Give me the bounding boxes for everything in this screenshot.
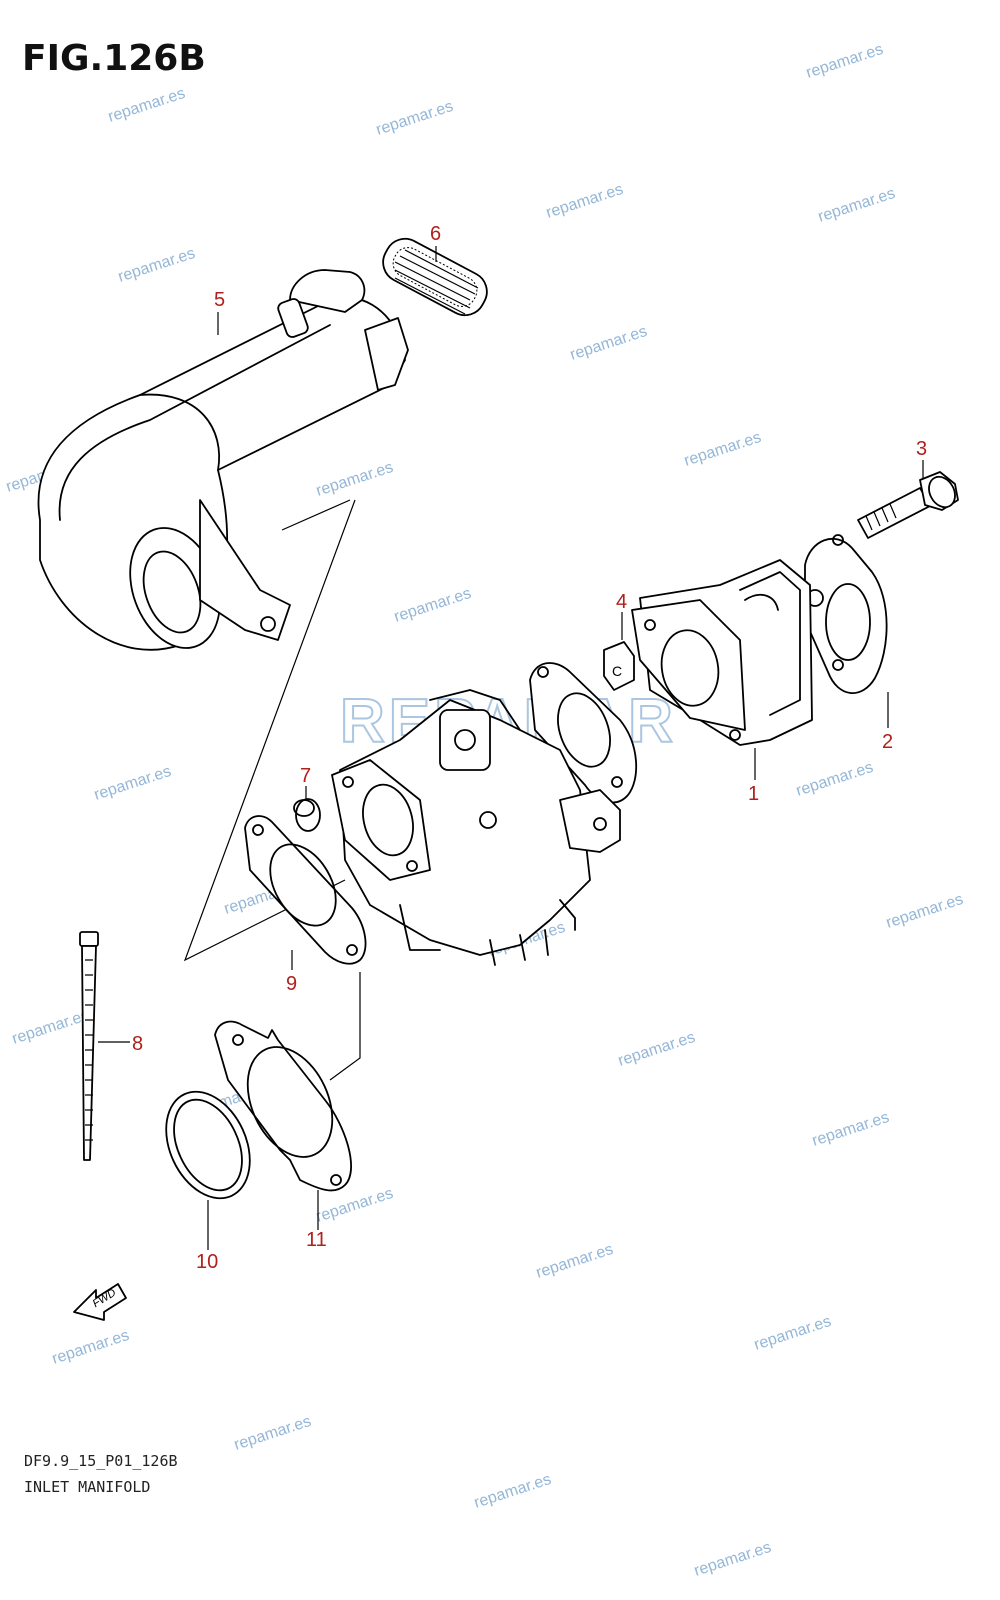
part-4-label: C: [612, 663, 622, 679]
watermark: repamar.es: [752, 1313, 833, 1354]
watermark: repamar.es: [534, 1241, 615, 1282]
callout-numbers: 5 6 3 4 2 1 7 8 9 10 11: [132, 223, 927, 1273]
part-6-mesh-screen: [382, 237, 488, 317]
watermark: repamar.es: [884, 891, 965, 932]
callout-9: 9: [286, 973, 297, 995]
carburetor-body: [331, 689, 621, 966]
watermark: repamar.es: [106, 85, 187, 126]
watermark: repamar.es: [374, 98, 455, 139]
watermark: repamar.es: [544, 181, 625, 222]
callout-8: 8: [132, 1033, 143, 1055]
watermark: repamar.es: [50, 1327, 131, 1368]
watermark: repamar.es: [616, 1029, 697, 1070]
watermark: repamar.es: [804, 41, 885, 82]
part-9-gasket: [244, 815, 367, 965]
callout-11: 11: [306, 1229, 327, 1251]
watermark: repamar.es: [692, 1539, 773, 1580]
callout-10: 10: [196, 1251, 218, 1273]
part-5-intake-silencer: [37, 269, 409, 651]
part-1-inlet-manifold: [631, 559, 813, 746]
forward-direction-arrow: FWD: [73, 1283, 127, 1321]
callout-5: 5: [214, 289, 225, 311]
part-7-collar: [293, 798, 321, 832]
part-4-block: C: [603, 641, 635, 691]
callout-3: 3: [916, 438, 927, 460]
part-2-gasket: [804, 534, 888, 695]
figure-name: INLET MANIFOLD: [24, 1478, 151, 1496]
part-11-gasket: [214, 1020, 352, 1192]
callout-6: 6: [430, 223, 441, 245]
watermark: repamar.es: [92, 763, 173, 804]
watermark: repamar.es: [392, 585, 473, 626]
part-8-cable-tie: [79, 931, 99, 1161]
watermark: repamar.es: [10, 1007, 91, 1048]
figure-title: FIG.126B: [22, 38, 206, 79]
figure-code: DF9.9_15_P01_126B: [24, 1452, 178, 1470]
part-10-o-ring: [165, 1090, 251, 1200]
watermark: repamar.es: [314, 1185, 395, 1226]
watermark: repamar.es: [568, 323, 649, 364]
watermark: repamar.es: [232, 1413, 313, 1454]
watermark: repamar.es: [810, 1109, 891, 1150]
part-3-bolt: [857, 471, 959, 539]
callout-2: 2: [882, 731, 893, 753]
watermark: repamar.es: [794, 759, 875, 800]
leader-lines: [98, 246, 924, 1250]
callout-7: 7: [300, 765, 311, 787]
watermark: repamar.es: [116, 245, 197, 286]
watermark: repamar.es: [472, 1471, 553, 1512]
watermark: repamar.es: [816, 185, 897, 226]
callout-1: 1: [748, 783, 759, 805]
watermark: repamar.es: [682, 429, 763, 470]
callout-4: 4: [616, 591, 627, 613]
watermark: repamar.es: [314, 459, 395, 500]
